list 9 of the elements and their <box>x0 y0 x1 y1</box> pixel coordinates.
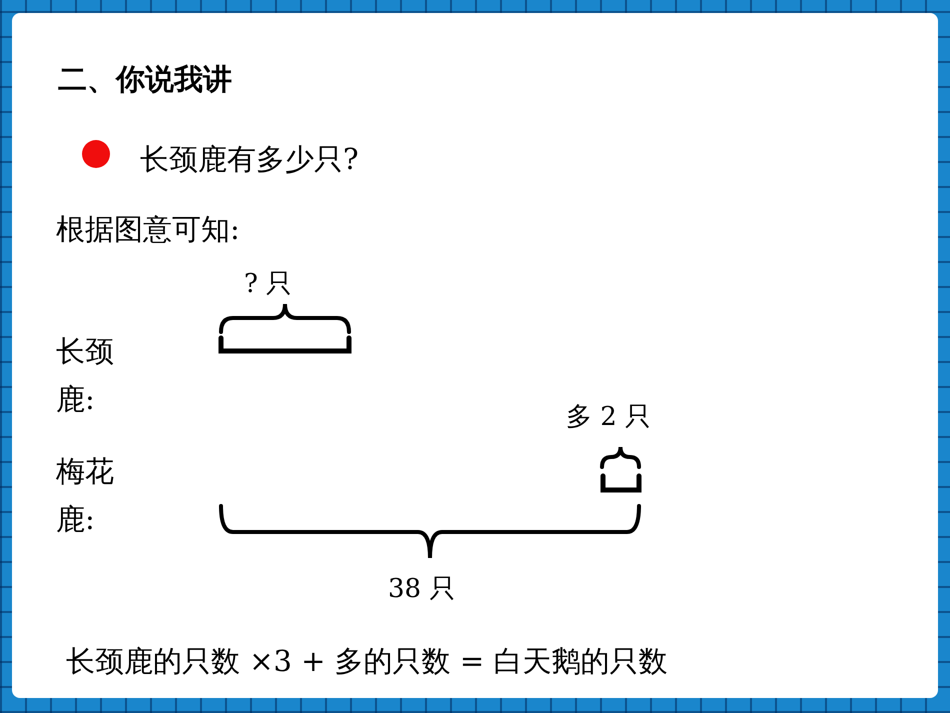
row-label: 长颈鹿: <box>56 333 115 418</box>
question-text: 长颈鹿有多少只? <box>140 141 359 178</box>
total-label: 38 只 <box>388 573 456 606</box>
difference-label: 多 2 只 <box>566 401 652 434</box>
row-label: 梅花鹿: <box>56 453 115 538</box>
title: 二、你说我讲 <box>58 61 232 98</box>
statement-text: 根据图意可知: <box>56 211 240 248</box>
quantity-label: ? 只 <box>244 268 292 301</box>
equation-text: 长颈鹿的只数 ×3 + 多的只数 = 白天鹅的只数 <box>66 643 668 680</box>
